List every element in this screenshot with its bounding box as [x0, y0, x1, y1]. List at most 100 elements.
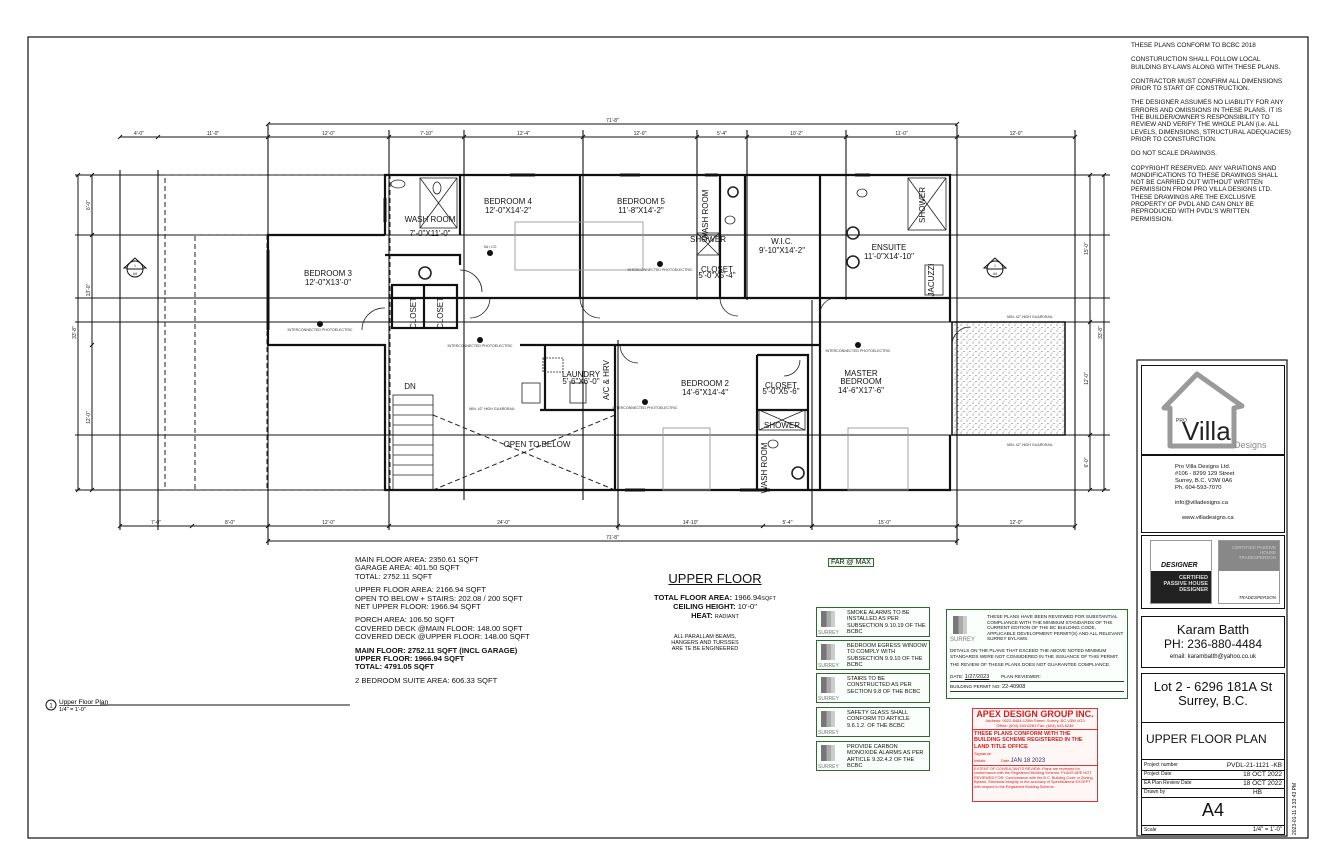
room-name: WASH ROOM — [405, 215, 456, 224]
left-overall-dimension-tick — [75, 487, 81, 493]
room-size: 14'-6"X14'-4" — [682, 388, 728, 397]
right-dimension-label: 6'-0" — [1084, 457, 1090, 467]
note: THESE PLANS CONFORM TO BCBC 2018 — [1131, 42, 1256, 49]
date-label: Date — [1000, 757, 1010, 763]
room-name: CLOSET — [701, 265, 733, 274]
guardrail-label: MIN. 42" HIGH GUARDRAIL — [1007, 315, 1053, 319]
bottom-dimension-label: 24'-0" — [497, 520, 510, 526]
room-name: OPEN TO BELOW — [504, 440, 571, 449]
row-label: Project Date — [1144, 771, 1172, 777]
ceiling-value: 10'-0" — [737, 602, 757, 612]
company-website[interactable]: www.villadesigns.ca — [1182, 515, 1234, 521]
company-line: Surrey, B.C. V3W 0A6 — [1175, 478, 1233, 484]
room-size: 9'-10"X14'-2" — [759, 246, 805, 255]
room-name: WASH ROOM — [701, 189, 710, 240]
room-name: A/C & HRV — [602, 359, 611, 400]
sheet-number: A4 — [1201, 800, 1225, 820]
room-name: CLOSET — [409, 297, 418, 329]
area-line: PORCH AREA: 106.50 SQFT — [355, 615, 455, 625]
passive-house-designer-badge: DESIGNER CERTIFIED PASSIVE HOUSE DESIGNE… — [1150, 540, 1212, 604]
heat-value: RADIANT — [714, 613, 739, 620]
review-text: THESE PLANS HAVE BEEN REVIEWED FOR SUBST… — [987, 614, 1124, 642]
top-dimension-tick — [155, 134, 161, 140]
open-to-below-x — [432, 414, 616, 491]
guardrail-label: MIN. 42" HIGH GUARDRAIL — [1007, 443, 1053, 447]
row-label: Project number — [1144, 762, 1178, 768]
room-name: BEDROOM — [840, 377, 882, 386]
badge-text: CERTIFIED PASSIVE HOUSE DESIGNER — [1151, 571, 1211, 603]
area-line: 2 BEDROOM SUITE AREA: 606.33 SQFT — [355, 675, 498, 685]
note-text: BEDROOM EGRESS WINDOW TO COMPLY WITH SUB… — [847, 643, 927, 669]
badge-text: TRADESPERSON — [1238, 595, 1276, 600]
stairs — [392, 394, 434, 491]
client-phone: PH: 236-880-4484 — [1163, 637, 1263, 651]
bottom-dimension-label: 7'-0" — [151, 520, 161, 526]
left-dimension-tick — [89, 232, 95, 238]
smoke-alarm-icon — [855, 342, 861, 348]
view-scale: 1/4" = 1'-0" — [59, 707, 86, 713]
note: DO NOT SCALE DRAWINGS. — [1131, 150, 1217, 158]
surrey-logo-icon — [821, 677, 835, 693]
room-name: MASTER — [844, 369, 878, 378]
passive-house-tradesperson-badge: CERTIFIED PASSIVE HOUSE TRADESPERSON TRA… — [1218, 540, 1280, 604]
note-line: HANGERS AND TURSSES — [671, 640, 739, 647]
room-labels: WASH ROOM 7'-0"X11'-0" BEDROOM 4 12'-0"X… — [304, 187, 936, 494]
bottom-dimension-tick — [615, 523, 621, 529]
note-text: PROVIDE CARBON MONOXIDE ALARMS AS PER AR… — [847, 744, 924, 770]
room-name: CLOSET — [765, 381, 797, 390]
right-overall-dimension-label: 33'-8" — [1098, 326, 1104, 339]
room-name: JACUZZI — [927, 264, 936, 297]
site-city: Surrey, B.C. — [1178, 693, 1248, 708]
top-dimension-tick — [954, 134, 960, 140]
area-line: NET UPPER FLOOR: 1966.94 SQFT — [355, 602, 481, 612]
room-name: SHOWER — [918, 187, 927, 223]
total-unit: SQFT — [761, 596, 776, 602]
smoke-label: SA / CO — [484, 245, 497, 249]
top-dimension-label: 10'-2" — [790, 131, 803, 137]
bottom-overall-dimension-tick — [954, 538, 960, 544]
surrey-note: SURREY SMOKE ALARMS TO BE INSTALLED AS PE… — [816, 607, 930, 637]
left-overall-dimension-tick — [75, 172, 81, 178]
bottom-dimension-label: 5'-4" — [783, 520, 793, 526]
roof-outline — [164, 174, 391, 491]
top-overall-dimension-tick — [265, 121, 271, 127]
left-overall-dimension-label: 33'-8" — [72, 326, 78, 339]
bottom-dimension-label: 8'-0" — [225, 520, 235, 526]
company-line: Pro Villa Designs Ltd. — [1175, 464, 1231, 470]
surrey-review-stamp: SURREY THESE PLANS HAVE BEEN REVIEWED FO… — [946, 609, 1128, 699]
bottom-dimension-tick — [1072, 523, 1078, 529]
top-overall-dimension-tick — [954, 121, 960, 127]
surrey-label: SURREY — [818, 629, 839, 636]
row-label: Drawn by — [1144, 789, 1166, 795]
area-line: MAIN FLOOR: 2752.11 SQFT (INCL GARAGE) — [355, 645, 518, 655]
room-size: 5'-6"X6'-0" — [562, 377, 599, 386]
note-text: SMOKE ALARMS TO BE INSTALLED AS PER SUBS… — [847, 610, 926, 636]
note-text: SAFETY GLASS SHALL CONFORM TO ARTICLE 9.… — [847, 710, 910, 729]
marker-sheet: A6 — [993, 272, 997, 276]
certification-badges: DESIGNER CERTIFIED PASSIVE HOUSE DESIGNE… — [1141, 535, 1285, 609]
apex-extent: EXTENT OF CONSULTANTS REVIEW: Plans are … — [973, 764, 1097, 791]
reviewer-label: PLAN REVIEWER: — [1000, 674, 1041, 679]
upper-floor-summary: UPPER FLOOR TOTAL FLOOR AREA: 1966.94SQF… — [630, 571, 800, 652]
surrey-logo-icon — [821, 611, 835, 627]
logo-designs: Designs — [1234, 440, 1267, 450]
bottom-dimension-label: 15'-0" — [878, 520, 891, 526]
section-marker-right: 1 A6 — [982, 257, 1008, 278]
left-dimension-label: 13'-0" — [86, 283, 92, 296]
smoke-label: INTERCONNECTED PHOTOELECTRIC — [287, 328, 352, 332]
plot-timestamp: 2023-01-11 3:33:43 PM — [1292, 783, 1298, 835]
company-email[interactable]: info@villadesigns.ca — [1175, 500, 1228, 506]
permit-label: BUILDING PERMIT NO: — [950, 684, 1001, 689]
dimension-lines: 71'-8"4'-0"11'-0"12'-0"7'-10"12'-4"12'-0… — [72, 118, 1107, 544]
room-size: 5'-0"X5'-4" — [698, 271, 735, 280]
bottom-dimension-tick — [954, 523, 960, 529]
room-name: BEDROOM 3 — [304, 269, 353, 278]
floor-plan: SA / CO INTERCONNECTED PHOTOELECTRIC INT… — [72, 118, 1110, 545]
top-dimension-tick — [1072, 134, 1078, 140]
